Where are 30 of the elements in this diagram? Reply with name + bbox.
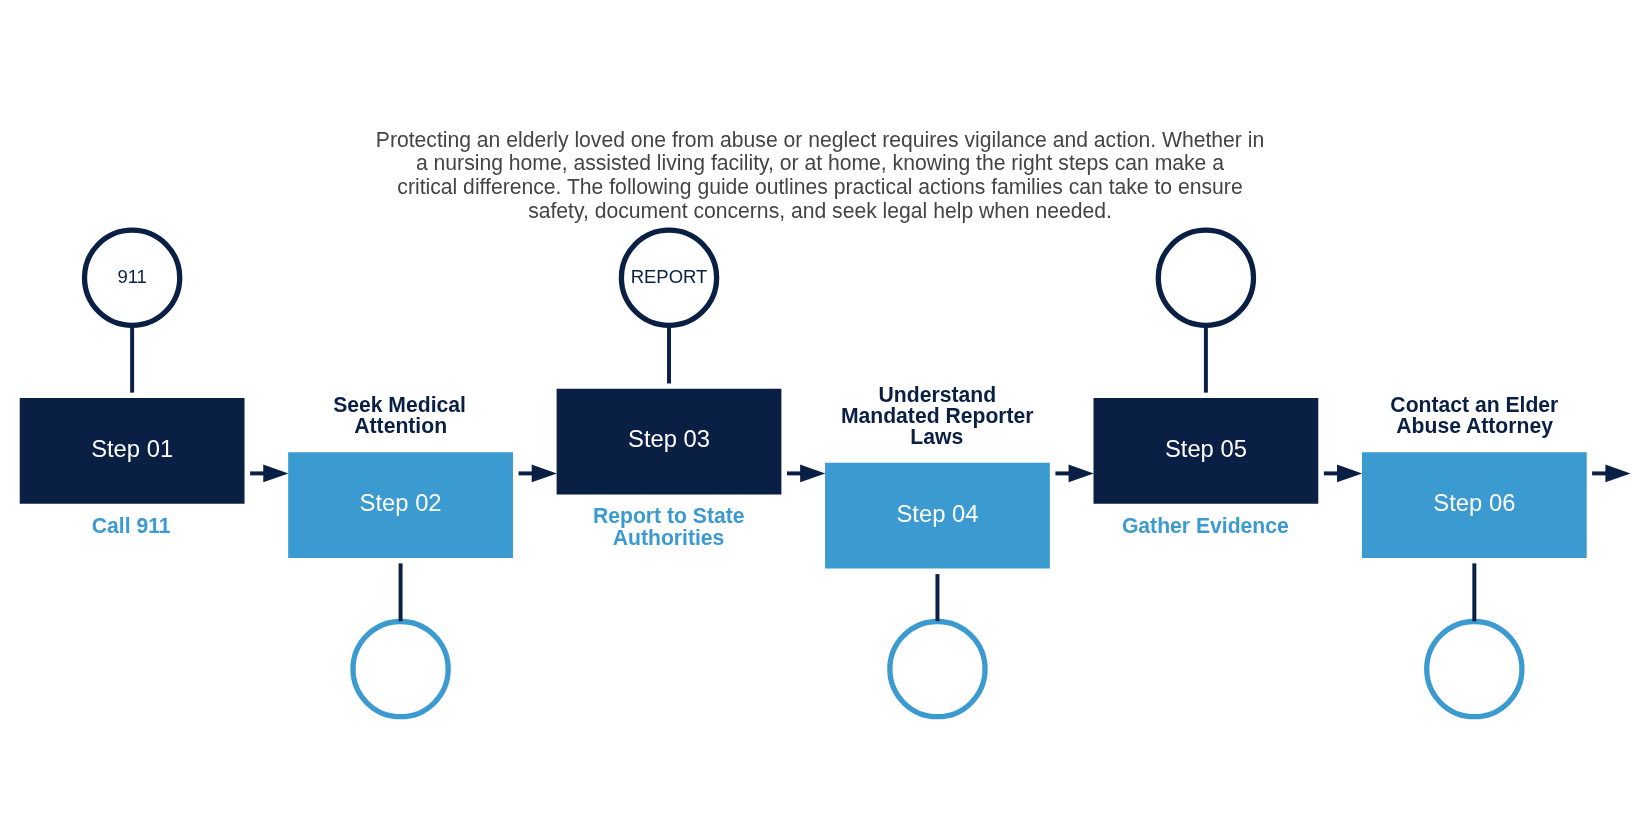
arrow <box>1323 464 1363 482</box>
node-box: Step 02 <box>288 451 513 558</box>
connector <box>398 562 403 621</box>
connector <box>130 325 135 393</box>
node-label: Seek Medical Attention <box>333 392 466 437</box>
node-label: Contact an Elder Abuse Attorney <box>1390 392 1559 437</box>
node-box: Step 01 <box>19 397 245 504</box>
arrow <box>250 464 289 482</box>
connector <box>667 325 671 383</box>
node-circle <box>1424 618 1525 719</box>
connector <box>935 573 940 621</box>
node-circle: REPORT <box>618 226 720 328</box>
node-box: Step 05 <box>1093 397 1319 504</box>
connector <box>1203 325 1208 393</box>
node-label: Call 911 <box>91 513 171 537</box>
node-box: Step 06 <box>1361 451 1587 558</box>
node-label: Report to State Authorities <box>592 503 745 549</box>
node-circle <box>887 618 988 719</box>
node-box: Step 04 <box>825 462 1050 569</box>
node-label: Gather Evidence <box>1121 513 1289 537</box>
diagram-title: Protecting an elderly loved one from abuse or neglect requires vigilance and action. Whether in a nursing home, assisted living facility, or at home, knowing the right steps can make a critical difference. The following guide outlines practical actions families can take to ensure safety, document concerns, and seek legal help when needed. <box>375 127 1265 222</box>
connector <box>1472 562 1477 621</box>
node-circle <box>1155 226 1257 328</box>
arrow <box>787 464 826 482</box>
node-circle <box>350 618 451 719</box>
arrow <box>1055 464 1094 482</box>
node-circle: 911 <box>81 226 183 328</box>
node-box: Step 03 <box>556 388 782 495</box>
node-label: Understand Mandated Reporter Laws <box>840 382 1034 448</box>
arrow <box>518 464 557 482</box>
